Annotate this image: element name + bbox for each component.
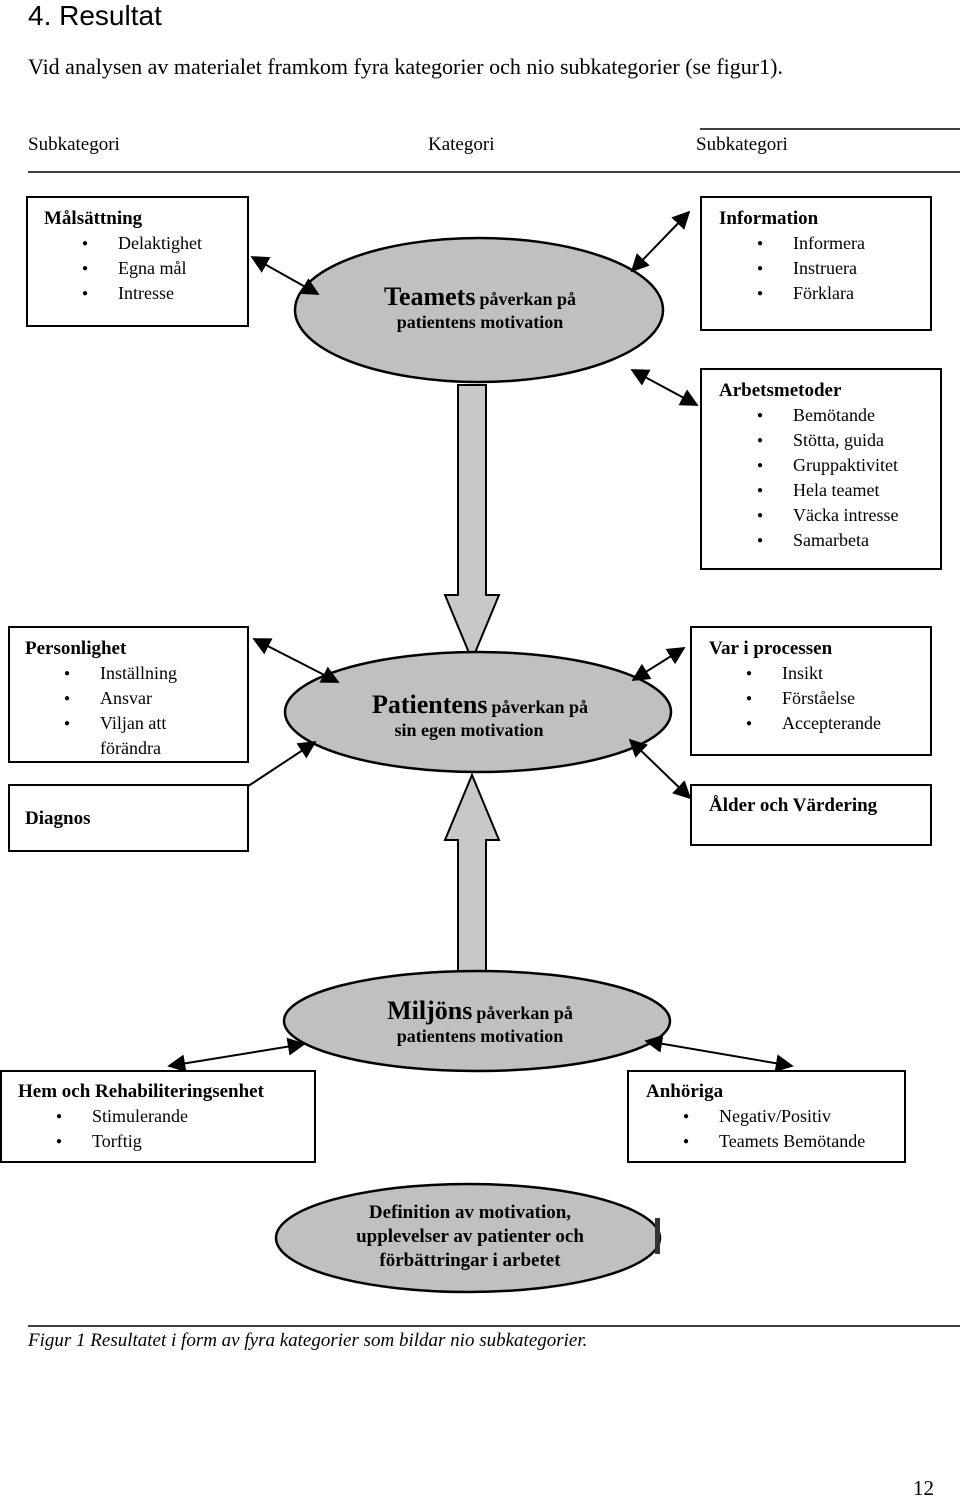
list-item: Gruppaktivitet — [757, 453, 940, 478]
label-line2: patientens motivation — [396, 312, 564, 332]
ellipse-teamets — [293, 236, 665, 384]
box-title: Diagnos — [25, 808, 91, 829]
arrow-patientens-alder — [628, 738, 692, 800]
list-item: Accepterande — [746, 711, 930, 736]
arrow-personlighet-patientens — [252, 638, 340, 683]
list-item-continuation: förändra — [100, 738, 161, 758]
figure-caption: Figur 1 Resultatet i form av fyra katego… — [28, 1330, 588, 1351]
down-block-arrow — [443, 384, 501, 663]
box-information: Information Informera Instruera Förklara — [700, 196, 932, 331]
list-item: Viljan att — [64, 711, 247, 736]
box-title: Information — [719, 208, 819, 229]
ellipse-miljons — [282, 969, 672, 1073]
arrow-miljons-hem — [167, 1037, 306, 1073]
list-item: Informera — [757, 231, 930, 256]
box-title: Målsättning — [44, 208, 143, 229]
label-line2: upplevelser av patienter och — [356, 1226, 584, 1247]
column-header-right: Subkategori — [696, 134, 788, 155]
box-arbetsmetoder: Arbetsmetoder Bemötande Stötta, guida Gr… — [700, 368, 942, 570]
column-header-center: Kategori — [428, 134, 495, 155]
arrow-miljons-anhoriga — [644, 1034, 794, 1073]
list-item: Negativ/Positiv — [683, 1104, 904, 1129]
box-title: Var i processen — [709, 638, 833, 659]
page-number: 12 — [913, 1476, 934, 1500]
up-block-arrow — [443, 772, 501, 973]
intro-text: Vid analysen av materialet framkom fyra … — [28, 54, 783, 79]
list-item: Samarbeta — [757, 528, 940, 553]
list-item: Stimulerande — [56, 1104, 314, 1129]
label-rest: påverkan på — [491, 697, 589, 717]
column-header-left: Subkategori — [28, 134, 120, 155]
list-item: Förståelse — [746, 686, 930, 711]
ellipse-patientens — [283, 650, 673, 774]
label-definition: Definition av motivation, upplevelser av… — [300, 1201, 640, 1273]
box-title: Personlighet — [25, 638, 127, 659]
list-item: Ansvar — [64, 686, 247, 711]
label-patientens: Patientens påverkan på sin egen motivati… — [310, 690, 650, 741]
arrow-teamets-information — [630, 210, 691, 273]
label-rest: påverkan på — [476, 1003, 573, 1023]
arrow-patientens-var — [631, 647, 686, 681]
label-rest: påverkan på — [479, 289, 576, 309]
arrow-malsattning-teamets — [250, 256, 320, 295]
label-line2: patientens motivation — [396, 1026, 564, 1046]
label-line1: Definition av motivation, — [368, 1202, 572, 1223]
box-title: Anhöriga — [646, 1081, 724, 1102]
label-big-word: Teamets — [383, 282, 476, 311]
box-var-i-processen: Var i processen Insikt Förståelse Accept… — [690, 626, 932, 756]
list-item: Väcka intresse — [757, 503, 940, 528]
box-title: Ålder och Värdering — [709, 795, 878, 816]
page-heading: 4. Resultat — [28, 0, 162, 31]
box-malsattning: Målsättning Delaktighet Egna mål Intress… — [26, 196, 249, 327]
list-item: Förklara — [757, 281, 930, 306]
list-item: Intresse — [82, 281, 247, 306]
list-item: Egna mål — [82, 256, 247, 281]
list-item: Insikt — [746, 661, 930, 686]
box-alder-och-vardering: Ålder och Värdering — [690, 784, 932, 846]
box-personlighet: Personlighet Inställning Ansvar Viljan a… — [8, 626, 249, 763]
label-line2: sin egen motivation — [394, 720, 544, 740]
box-diagnos: Diagnos — [8, 784, 249, 852]
box-title: Arbetsmetoder — [719, 380, 842, 401]
box-anhoriga: Anhöriga Negativ/Positiv Teamets Bemötan… — [627, 1070, 906, 1163]
list-item: Hela teamet — [757, 478, 940, 503]
list-item: Inställning — [64, 661, 247, 686]
list-item: Stötta, guida — [757, 428, 940, 453]
label-line3: förbättringar i arbetet — [379, 1250, 561, 1271]
list-item: Teamets Bemötande — [683, 1129, 904, 1154]
arrow-teamets-arbetsmetoder — [630, 369, 699, 406]
list-item: Instruera — [757, 256, 930, 281]
label-teamets: Teamets påverkan på patientens motivatio… — [330, 282, 630, 333]
label-big-word: Patientens — [371, 690, 488, 719]
list-item: Torftig — [56, 1129, 314, 1154]
list-item: Delaktighet — [82, 231, 247, 256]
label-miljons: Miljöns påverkan på patientens motivatio… — [310, 996, 650, 1047]
box-title: Hem och Rehabiliteringsenhet — [18, 1081, 264, 1102]
definition-shadow-edge — [655, 1218, 660, 1254]
box-hem-och-rehabiliteringsenhet: Hem och Rehabiliteringsenhet Stimulerand… — [0, 1070, 316, 1163]
list-item: Bemötande — [757, 403, 940, 428]
label-big-word: Miljöns — [387, 996, 473, 1025]
